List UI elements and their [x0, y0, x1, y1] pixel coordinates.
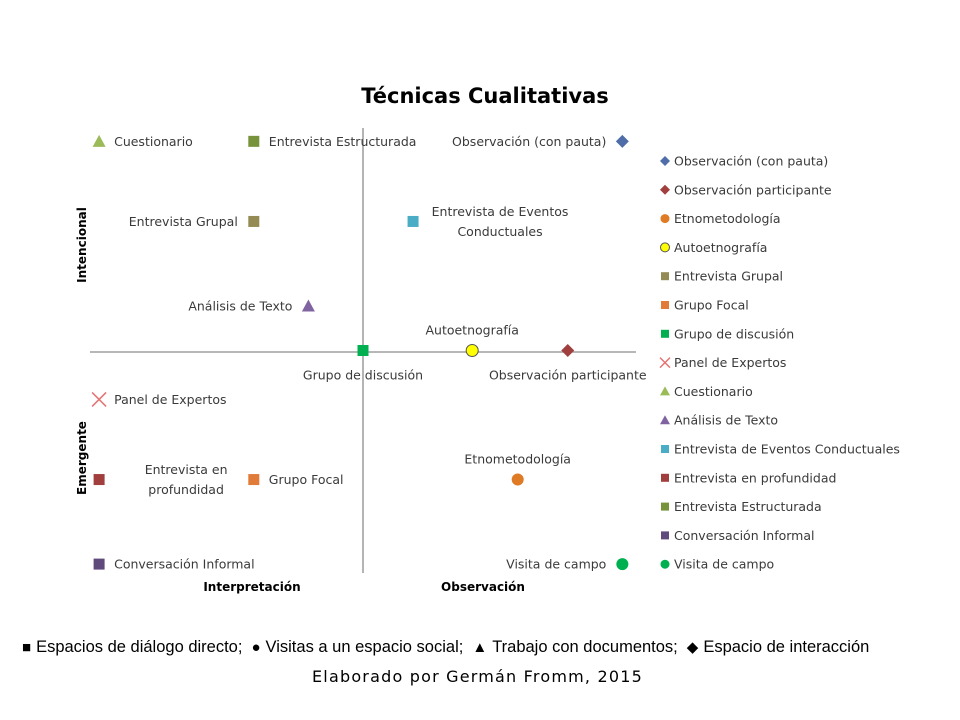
legend-marker-analisis-de-texto	[660, 415, 670, 425]
data-label-observacion-con-pauta: Observación (con pauta)	[452, 134, 606, 149]
legend-label-entrevista-de-eventos-conductuales: Entrevista de Eventos Conductuales	[674, 442, 900, 457]
credit-text: Elaborado por Germán Fromm, 2015	[312, 667, 644, 686]
legend-marker-entrevista-estructurada	[661, 502, 669, 511]
data-label-entrevista-grupal: Entrevista Grupal	[129, 214, 238, 229]
legend-label-etnometodologia: Etnometodología	[674, 211, 781, 226]
data-label-panel-de-expertos: Panel de Expertos	[114, 392, 226, 407]
footer-legend-item: ●Visitas a un espacio social;	[251, 638, 463, 657]
legend-label-observacion-con-pauta: Observación (con pauta)	[674, 154, 828, 169]
data-label-conversacion-informal: Conversación Informal	[114, 557, 254, 572]
point-observacion-con-pauta	[615, 134, 629, 148]
chart-title: Técnicas Cualitativas	[361, 84, 609, 108]
data-label-grupo-de-discusion: Grupo de discusión	[303, 368, 423, 383]
point-etnometodologia	[511, 473, 524, 486]
footer-legend-item: ◆Espacio de interacción	[687, 638, 870, 657]
footer-legend-symbol: ■	[22, 639, 32, 656]
legend-marker-visita-de-campo	[660, 559, 670, 569]
legend-marker-entrevista-de-eventos-conductuales	[661, 445, 669, 453]
axes: Intencional Emergente Interpretación Obs…	[75, 128, 636, 594]
legend-marker-entrevista-en-profundidad	[661, 473, 669, 482]
data-label-cuestionario: Cuestionario	[114, 134, 193, 149]
legend-marker-autoetnografia	[660, 242, 670, 253]
legend-label-grupo-focal: Grupo Focal	[674, 298, 749, 313]
footer-legend-symbol: ●	[251, 639, 261, 656]
point-grupo-de-discusion	[357, 345, 369, 356]
legend-marker-conversacion-informal	[661, 531, 669, 540]
legend-label-panel-de-expertos: Panel de Expertos	[674, 355, 786, 370]
footer-legend: ■Espacios de diálogo directo; ●Visitas a …	[22, 638, 942, 662]
point-analisis-de-texto	[301, 299, 315, 312]
data-label-entrevista-estructurada: Entrevista Estructurada	[269, 134, 417, 149]
point-autoetnografia	[465, 344, 479, 357]
legend-marker-observacion-con-pauta	[660, 156, 670, 166]
point-observacion-participante	[561, 344, 575, 357]
point-conversacion-informal	[93, 558, 105, 570]
legend-label-entrevista-estructurada: Entrevista Estructurada	[674, 499, 822, 514]
footer-legend-label: Trabajo con documentos;	[492, 638, 678, 656]
point-grupo-focal	[248, 474, 260, 486]
y-axis-label-intencional: Intencional	[75, 207, 89, 283]
point-entrevista-en-profundidad	[93, 474, 105, 486]
y-axis-label-emergente: Emergente	[75, 421, 89, 495]
point-panel-de-expertos	[91, 391, 107, 407]
legend-label-entrevista-en-profundidad: Entrevista en profundidad	[674, 470, 836, 485]
point-entrevista-grupal	[248, 215, 260, 227]
footer-legend-label: Espacios de diálogo directo;	[36, 638, 243, 656]
legend-label-entrevista-grupal: Entrevista Grupal	[674, 269, 783, 284]
data-label-analisis-de-texto: Análisis de Texto	[188, 299, 292, 314]
legend-label-cuestionario: Cuestionario	[674, 384, 753, 399]
footer-legend-label: Espacio de interacción	[703, 638, 870, 656]
data-label-visita-de-campo: Visita de campo	[506, 557, 606, 572]
data-label-etnometodologia: Etnometodología	[464, 452, 571, 467]
data-points: Observación (con pauta) Observación parti…	[91, 134, 647, 572]
legend-marker-grupo-focal	[661, 301, 669, 309]
point-cuestionario	[92, 134, 106, 147]
legend-label-autoetnografia: Autoetnografía	[674, 240, 767, 255]
x-axis-label-interpretacion: Interpretación	[203, 580, 300, 594]
legend-marker-grupo-de-discusion	[661, 329, 669, 338]
footer-legend-symbol: ▲	[472, 639, 488, 656]
legend-label-visita-de-campo: Visita de campo	[674, 557, 774, 572]
legend-marker-entrevista-grupal	[661, 272, 669, 281]
legend-marker-observacion-participante	[660, 184, 670, 195]
legend-label-conversacion-informal: Conversación Informal	[674, 528, 814, 543]
data-label-grupo-focal: Grupo Focal	[269, 472, 344, 487]
legend-label-observacion-participante: Observación participante	[674, 182, 832, 197]
point-entrevista-de-eventos-conductuales	[407, 215, 419, 227]
point-entrevista-estructurada	[248, 135, 260, 147]
x-axis-label-observacion: Observación	[441, 580, 525, 594]
legend-marker-cuestionario	[660, 386, 670, 396]
legend-label-analisis-de-texto: Análisis de Texto	[674, 413, 778, 428]
footer-legend-symbol: ◆	[686, 639, 699, 656]
footer-legend-item: ▲Trabajo con documentos;	[472, 638, 677, 657]
data-label-autoetnografia: Autoetnografía	[425, 323, 518, 338]
footer-legend-item: ■Espacios de diálogo directo;	[22, 638, 242, 657]
legend-marker-panel-de-expertos	[659, 357, 671, 369]
legend-label-grupo-de-discusion: Grupo de discusión	[674, 326, 794, 341]
point-visita-de-campo	[616, 558, 629, 571]
legend-marker-etnometodologia	[660, 214, 670, 224]
data-label-observacion-participante: Observación participante	[489, 368, 647, 383]
legend: Observación (con pauta) Observación parti…	[659, 154, 900, 572]
footer-legend-label: Visitas a un espacio social;	[265, 638, 464, 656]
